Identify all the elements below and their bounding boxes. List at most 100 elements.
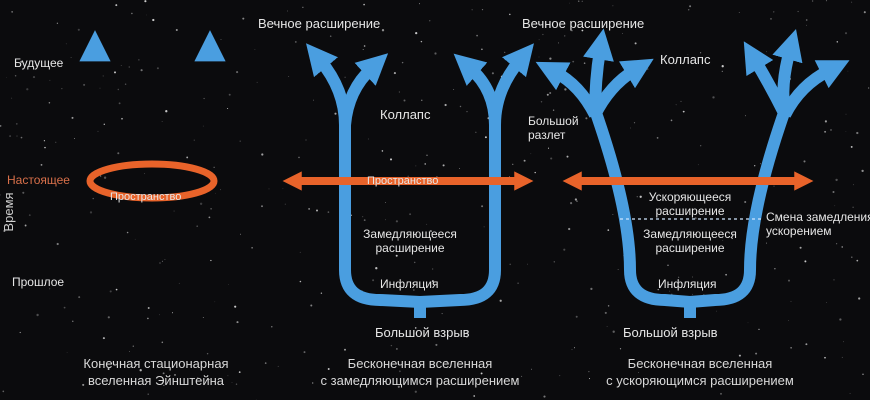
star	[863, 11, 866, 14]
star	[852, 206, 854, 208]
star	[445, 360, 448, 364]
star	[538, 56, 540, 58]
star	[559, 375, 561, 377]
star	[138, 59, 140, 61]
star	[853, 184, 854, 186]
star	[675, 104, 677, 106]
star	[481, 9, 484, 11]
star	[268, 188, 270, 190]
star	[202, 317, 204, 318]
label-eternal-expansion: Вечное расширение	[258, 16, 381, 31]
text-line: расширение	[375, 241, 445, 255]
star	[714, 360, 716, 362]
star	[466, 331, 469, 334]
star	[134, 238, 136, 240]
star	[622, 32, 623, 34]
star	[712, 96, 715, 99]
star	[303, 351, 306, 354]
star	[302, 6, 304, 8]
star	[334, 112, 337, 115]
star	[811, 0, 814, 2]
star	[747, 322, 749, 324]
star	[745, 115, 746, 117]
star	[61, 64, 62, 65]
star	[159, 314, 161, 316]
star	[415, 165, 417, 167]
star	[329, 35, 332, 37]
star	[484, 136, 487, 139]
star	[581, 29, 584, 32]
star	[102, 337, 105, 340]
star	[102, 75, 104, 77]
star	[607, 229, 610, 231]
star	[770, 18, 772, 20]
star	[344, 348, 346, 351]
star	[480, 372, 483, 375]
star	[156, 67, 159, 70]
star	[120, 65, 122, 66]
star	[549, 57, 552, 60]
star	[74, 138, 75, 139]
star	[305, 139, 307, 141]
star	[481, 205, 484, 208]
star	[722, 239, 724, 241]
star	[48, 101, 51, 104]
star	[277, 365, 279, 367]
star	[36, 313, 39, 317]
star	[389, 158, 393, 161]
star	[770, 378, 773, 380]
star	[11, 11, 13, 13]
star	[788, 319, 789, 321]
star	[220, 189, 221, 191]
star	[432, 268, 434, 270]
star	[805, 19, 808, 21]
star	[549, 91, 552, 95]
star	[140, 69, 143, 72]
star	[841, 246, 843, 248]
star	[694, 217, 697, 220]
star	[431, 280, 434, 283]
star	[568, 2, 570, 4]
star	[849, 392, 851, 395]
label-space: Пространство	[367, 175, 439, 187]
star	[435, 343, 438, 346]
star	[139, 369, 142, 372]
star	[765, 242, 767, 244]
star	[530, 153, 532, 155]
star	[415, 31, 418, 35]
star	[251, 247, 253, 249]
star	[832, 190, 835, 194]
star	[850, 145, 853, 148]
star	[429, 20, 431, 22]
star	[373, 367, 375, 369]
star	[174, 374, 176, 376]
star	[841, 61, 844, 64]
star	[24, 224, 27, 227]
star	[633, 122, 636, 124]
star	[509, 13, 511, 16]
star	[563, 248, 566, 251]
star	[459, 168, 460, 170]
label-eternal-expansion: Вечное расширение	[522, 16, 645, 31]
star	[670, 119, 673, 122]
star	[235, 383, 238, 385]
caption-line: вселенная Эйнштейна	[87, 373, 225, 388]
star	[202, 125, 204, 127]
star	[834, 205, 836, 207]
star	[362, 216, 364, 218]
star	[193, 139, 195, 141]
star	[83, 83, 86, 86]
star	[773, 11, 775, 13]
star	[774, 268, 776, 270]
star	[612, 330, 615, 333]
star	[429, 229, 432, 233]
star	[70, 57, 72, 58]
star	[294, 40, 297, 43]
star	[841, 356, 843, 358]
star	[15, 123, 18, 125]
star	[760, 163, 762, 165]
star	[287, 10, 288, 12]
star	[362, 48, 364, 51]
